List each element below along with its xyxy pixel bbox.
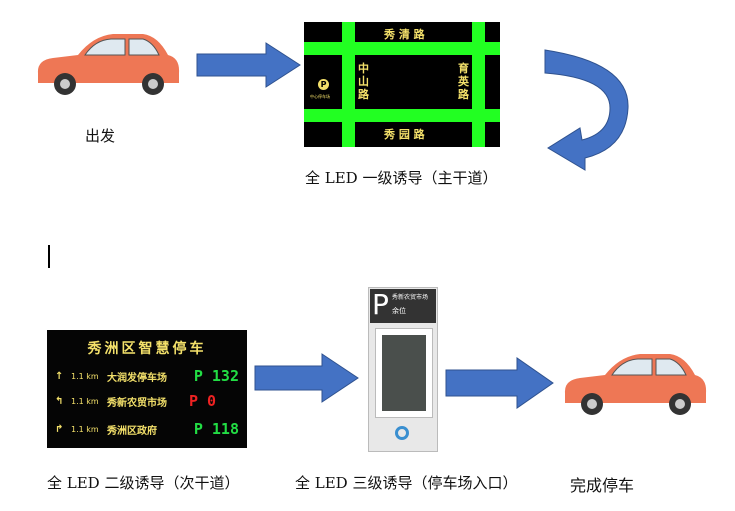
distance: 1.1 km xyxy=(71,396,99,406)
space-count: P 0 xyxy=(189,392,217,410)
kiosk-sub: 余位 xyxy=(392,307,406,315)
parking-icon: P xyxy=(372,288,389,321)
car-finish-icon xyxy=(564,354,707,415)
road-left-char: 中 xyxy=(358,62,369,75)
primary-led-map: 秀 清 路 秀 园 路 中山路 育英路 P 中心停车场 xyxy=(304,22,500,147)
road-left-char: 山 xyxy=(358,75,369,88)
text-cursor xyxy=(48,245,50,268)
sign-row: ↰ 1.1 km 秀新农贸市场 P 0 xyxy=(55,391,239,411)
secondary-led-sign: 秀洲区智慧停车 ↑ 1.1 km 大润发停车场 P 132 ↰ 1.1 km 秀新农贸市场… xyxy=(47,330,247,448)
place-name: 秀新农贸市场 xyxy=(107,397,167,409)
distance: 1.1 km xyxy=(71,424,99,434)
sign-row: ↑ 1.1 km 大润发停车场 P 132 xyxy=(55,366,239,386)
curved-arrow-icon xyxy=(544,49,629,171)
road-right-char: 路 xyxy=(458,88,469,101)
arrow-up-icon: ↑ xyxy=(55,370,64,382)
sign-title: 秀洲区智慧停车 xyxy=(87,341,207,357)
road-top-label: 秀 清 路 xyxy=(384,28,425,41)
car-start-icon xyxy=(37,34,180,95)
place-name: 秀洲区政府 xyxy=(107,425,157,437)
road-left-char: 路 xyxy=(358,88,369,101)
parking-icon: P xyxy=(318,79,329,90)
parking-name: 中心停车场 xyxy=(310,94,330,99)
kiosk-name: 秀新农贸市场 xyxy=(392,294,429,301)
arrow-right-turn-icon: ↱ xyxy=(55,423,64,435)
arrow-right-icon xyxy=(196,42,301,88)
label-secondary: 全 LED 二级诱导（次干道） xyxy=(47,474,240,492)
place-name: 大润发停车场 xyxy=(107,372,167,384)
tertiary-kiosk: P 秀新农贸市场 余位 xyxy=(368,287,438,452)
distance: 1.1 km xyxy=(71,371,99,381)
space-count: P 132 xyxy=(193,367,239,385)
logo-icon xyxy=(395,426,409,440)
arrow-right-icon xyxy=(445,357,554,409)
arrow-right-icon xyxy=(254,353,359,403)
sign-row: ↱ 1.1 km 秀洲区政府 P 118 xyxy=(55,419,239,439)
road-right-char: 英 xyxy=(458,75,469,88)
road-bottom-label: 秀 园 路 xyxy=(384,128,425,141)
space-count: P 118 xyxy=(193,420,239,438)
label-start: 出发 xyxy=(85,127,116,145)
label-tertiary: 全 LED 三级诱导（停车场入口） xyxy=(295,474,518,492)
label-primary: 全 LED 一级诱导（主干道） xyxy=(305,169,498,187)
arrow-left-turn-icon: ↰ xyxy=(55,395,64,407)
road-right-char: 育 xyxy=(458,62,469,75)
label-finish: 完成停车 xyxy=(570,476,635,495)
